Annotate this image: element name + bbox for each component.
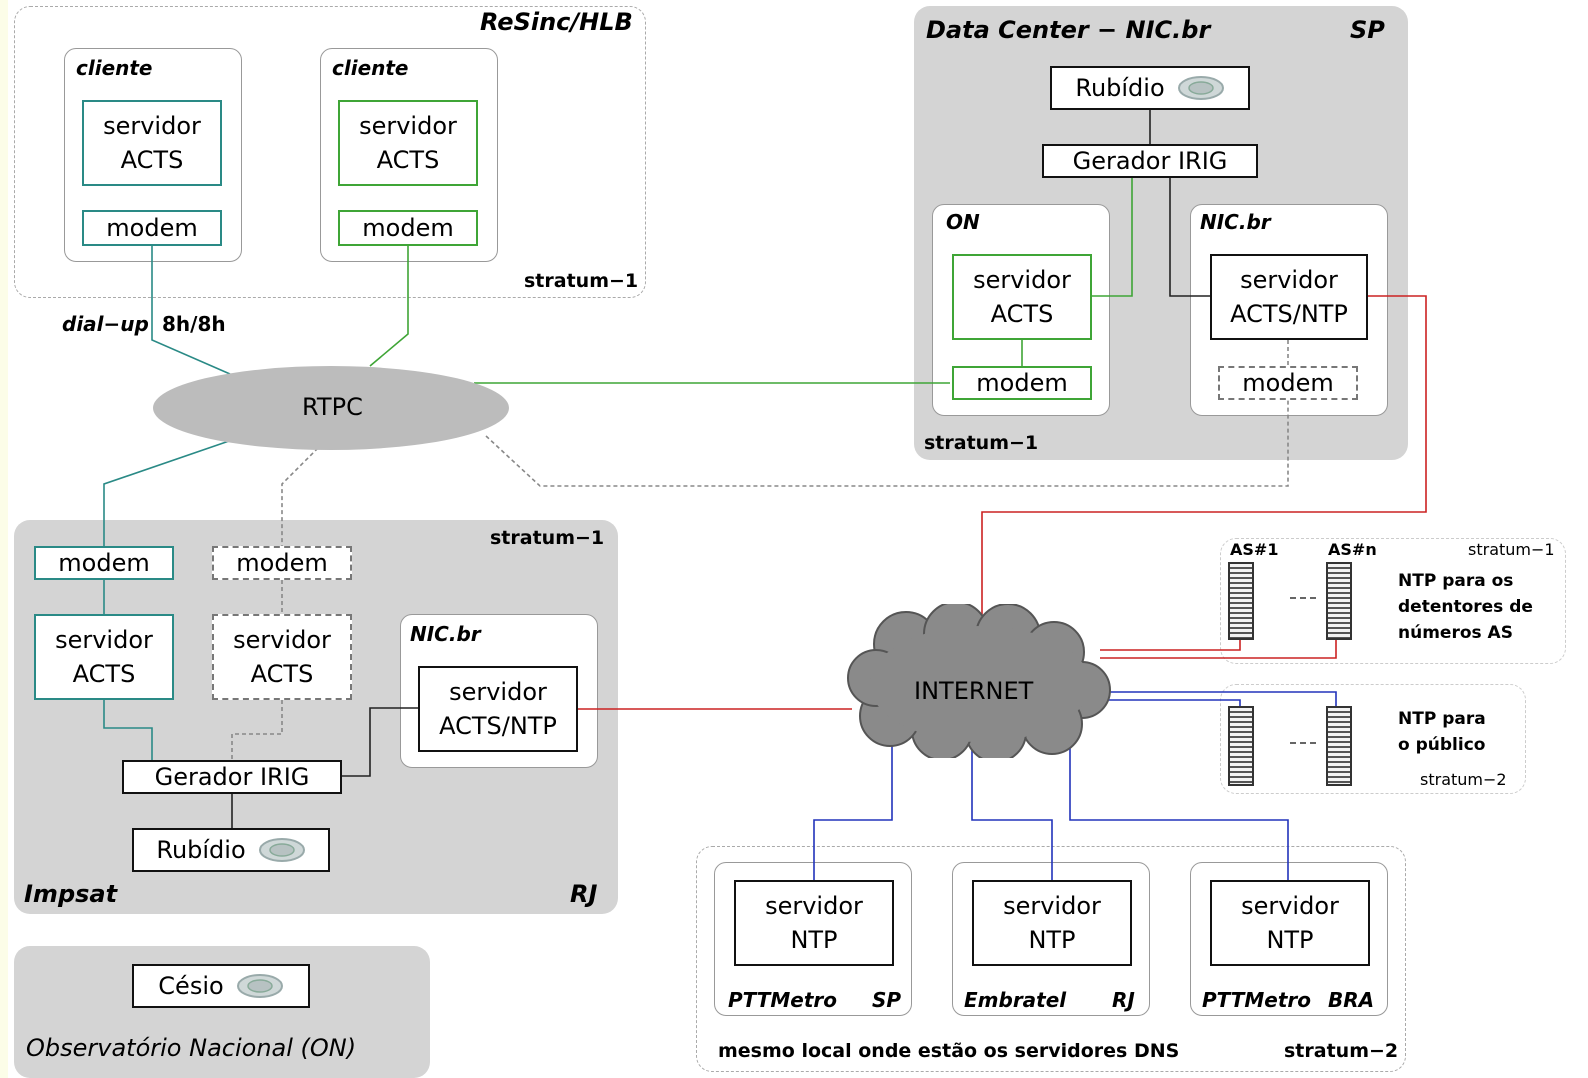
- datacenter-nic-modem: modem: [1218, 366, 1358, 400]
- rtpc-label: RTPC: [302, 393, 363, 421]
- public-stratum: stratum−2: [1420, 770, 1507, 789]
- client-1-label: cliente: [76, 56, 153, 80]
- datacenter-nic-server: servidor ACTS/NTP: [1210, 254, 1368, 340]
- dns-state-sp: SP: [872, 988, 902, 1012]
- asn-label: AS#n: [1328, 540, 1377, 559]
- as-stratum: stratum−1: [1468, 540, 1555, 559]
- impsat-nic-label: NIC.br: [410, 622, 481, 646]
- resinc-stratum: stratum−1: [524, 270, 639, 292]
- impsat-irig: Gerador IRIG: [122, 760, 342, 794]
- cesio-label: Césio: [158, 972, 224, 1000]
- hours-label: 8h/8h: [162, 312, 226, 336]
- datacenter-on-label: ON: [946, 210, 980, 234]
- observatorio-title: Observatório Nacional (ON): [26, 1034, 357, 1062]
- datacenter-rubidio-label: Rubídio: [1075, 74, 1165, 102]
- asn-server-icon: [1326, 562, 1352, 640]
- dns-footer: mesmo local onde estão os servidores DNS: [718, 1040, 1180, 1062]
- dns-state-rj: RJ: [1112, 988, 1135, 1012]
- internet-cloud: [847, 604, 1111, 758]
- impsat-modem-1: modem: [34, 546, 174, 580]
- client-2-server-acts: servidor ACTS: [338, 100, 478, 186]
- dns-server-bra: servidor NTP: [1210, 880, 1370, 966]
- atomic-clock-icon: [236, 974, 283, 998]
- datacenter-title: Data Center − NIC.br: [926, 16, 1211, 44]
- resinc-title: ReSinc/HLB: [480, 8, 633, 36]
- cesio-box: Césio: [132, 964, 310, 1008]
- public-server-2-icon: [1326, 706, 1352, 786]
- client-1-server-acts: servidor ACTS: [82, 100, 222, 186]
- datacenter-stratum: stratum−1: [924, 432, 1039, 454]
- internet-label: INTERNET: [914, 677, 1034, 705]
- client-1-modem: modem: [82, 210, 222, 246]
- public-desc: NTP para o público: [1398, 709, 1486, 755]
- atomic-clock-icon: [258, 838, 305, 862]
- impsat-title: Impsat: [24, 880, 118, 908]
- dns-server-sp: servidor NTP: [734, 880, 894, 966]
- dns-server-rj: servidor NTP: [972, 880, 1132, 966]
- dns-org-sp: PTTMetro: [728, 988, 838, 1012]
- impsat-rubidio-label: Rubídio: [156, 836, 246, 864]
- impsat-server-2: servidor ACTS: [212, 614, 352, 700]
- impsat-server-1: servidor ACTS: [34, 614, 174, 700]
- datacenter-state: SP: [1350, 16, 1385, 44]
- atomic-clock-icon: [1177, 76, 1224, 100]
- client-2-modem: modem: [338, 210, 478, 246]
- as-group-region: [1220, 538, 1566, 664]
- datacenter-nic-label: NIC.br: [1200, 210, 1271, 234]
- dialup-label: dial−up: [62, 312, 149, 336]
- datacenter-rubidio: Rubídio: [1050, 66, 1250, 110]
- dns-org-rj: Embratel: [964, 988, 1067, 1012]
- datacenter-on-modem: modem: [952, 366, 1092, 400]
- impsat-state: RJ: [570, 880, 598, 908]
- as1-label: AS#1: [1230, 540, 1279, 559]
- as-desc: NTP para os detentores de números AS: [1398, 571, 1533, 643]
- dns-org-bra: PTTMetro: [1202, 988, 1312, 1012]
- public-server-1-icon: [1228, 706, 1254, 786]
- as1-server-icon: [1228, 562, 1254, 640]
- impsat-modem-2: modem: [212, 546, 352, 580]
- dns-state-bra: BRA: [1328, 988, 1375, 1012]
- datacenter-on-server: servidor ACTS: [952, 254, 1092, 340]
- datacenter-irig: Gerador IRIG: [1042, 144, 1258, 178]
- client-2-label: cliente: [332, 56, 409, 80]
- dns-stratum: stratum−2: [1284, 1040, 1399, 1062]
- impsat-rubidio: Rubídio: [132, 828, 330, 872]
- rtpc-cloud: [153, 366, 509, 450]
- public-group-region: [1220, 684, 1526, 794]
- left-margin-strip: [0, 0, 8, 1078]
- impsat-nic-server: servidor ACTS/NTP: [418, 666, 578, 752]
- impsat-stratum: stratum−1: [490, 527, 605, 549]
